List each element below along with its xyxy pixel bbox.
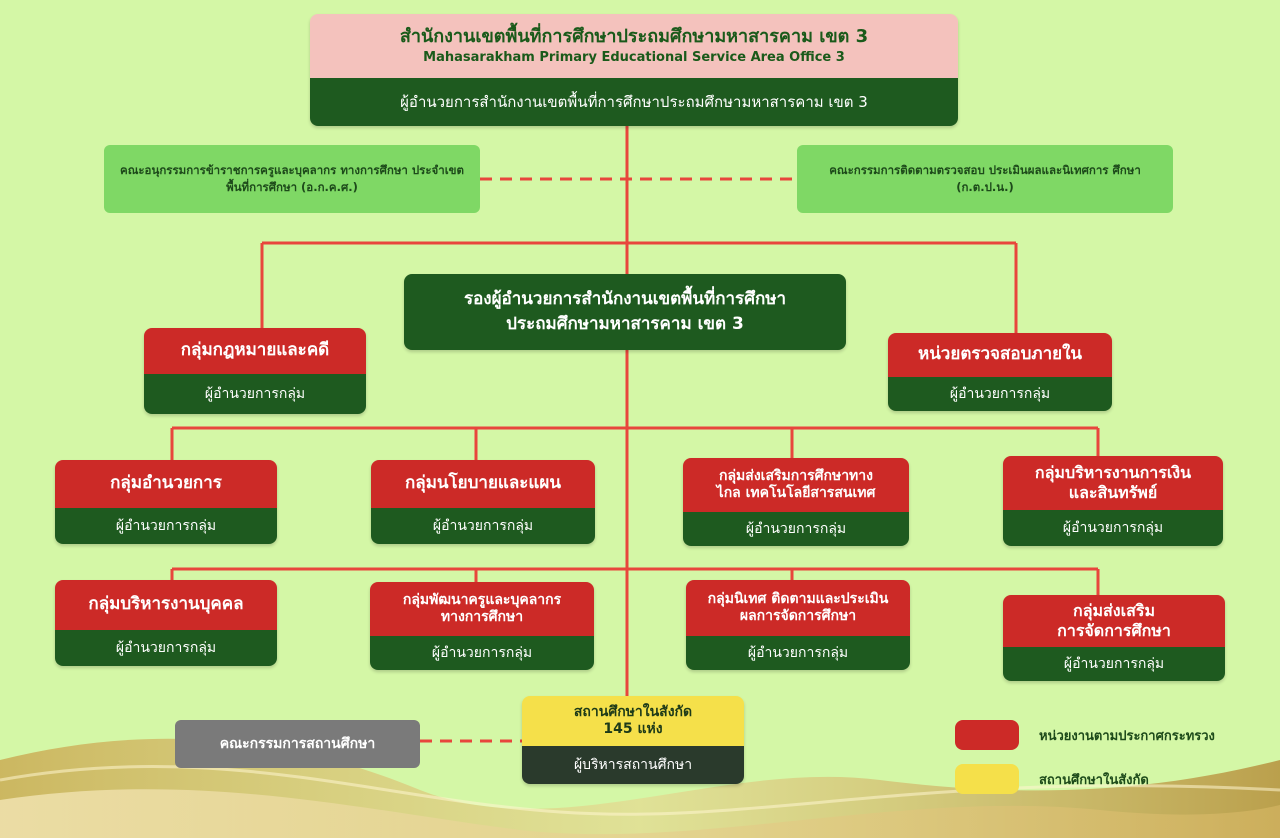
unit-teacherdev-sub: ผู้อำนวยการกลุ่ม — [370, 636, 594, 670]
schools-box: สถานศึกษาในสังกัด 145 แห่ง ผู้บริหารสถาน… — [522, 696, 744, 784]
legend-yellow-label: สถานศึกษาในสังกัด — [1039, 772, 1149, 788]
unit-law: กลุ่มกฎหมายและคดี ผู้อำนวยการกลุ่ม — [144, 328, 366, 414]
office-header-box: สำนักงานเขตพื้นที่การศึกษาประถมศึกษามหาส… — [310, 14, 958, 126]
committee-left-akhorkhorsor: คณะอนุกรรมการข้าราชการครูและบุคลากร ทางก… — [104, 145, 480, 213]
unit-audit-title: หน่วยตรวจสอบภายใน — [888, 333, 1112, 377]
unit-education-promotion: กลุ่มส่งเสริม การจัดการศึกษา ผู้อำนวยการ… — [1003, 595, 1225, 681]
unit-distance-sub: ผู้อำนวยการกลุ่ม — [683, 512, 909, 546]
committee-right-kortorpornor: คณะกรรมการติดตามตรวจสอบ ประเมินผลและนิเท… — [797, 145, 1173, 213]
unit-personnel-sub: ผู้อำนวยการกลุ่ม — [55, 630, 277, 666]
unit-admin-sub: ผู้อำนวยการกลุ่ม — [55, 508, 277, 544]
unit-finance-sub: ผู้อำนวยการกลุ่ม — [1003, 510, 1223, 546]
unit-teacher-development: กลุ่มพัฒนาครูและบุคลากร ทางการศึกษา ผู้อ… — [370, 582, 594, 670]
unit-supervision-evaluation: กลุ่มนิเทศ ติดตามและประเมิน ผลการจัดการศ… — [686, 580, 910, 670]
unit-law-sub: ผู้อำนวยการกลุ่ม — [144, 374, 366, 414]
deputy-line-1: รองผู้อำนวยการสำนักงานเขตพื้นที่การศึกษา — [463, 289, 787, 310]
unit-personnel-title: กลุ่มบริหารงานบุคคล — [55, 580, 277, 630]
unit-supervision-sub: ผู้อำนวยการกลุ่ม — [686, 636, 910, 670]
unit-audit-sub: ผู้อำนวยการกลุ่ม — [888, 377, 1112, 411]
office-title-thai: สำนักงานเขตพื้นที่การศึกษาประถมศึกษามหาส… — [399, 25, 869, 47]
unit-distance-title-2: ไกล เทคโนโลยีสารสนเทศ — [716, 485, 876, 501]
legend-yellow: สถานศึกษาในสังกัด — [955, 764, 1149, 794]
unit-law-title: กลุ่มกฎหมายและคดี — [144, 328, 366, 374]
unit-finance-assets: กลุ่มบริหารงานการเงิน และสินทรัพย์ ผู้อำ… — [1003, 456, 1223, 546]
school-board-box: คณะกรรมการสถานศึกษา — [175, 720, 420, 768]
legend-yellow-swatch — [955, 764, 1019, 794]
schools-title: สถานศึกษาในสังกัด — [573, 703, 693, 720]
unit-promote-title-2: การจัดการศึกษา — [1057, 621, 1171, 640]
legend-red-label: หน่วยงานตามประกาศกระทรวง — [1039, 728, 1215, 744]
schools-count: 145 แห่ง — [603, 721, 663, 737]
unit-supervision-title-2: ผลการจัดการศึกษา — [739, 608, 857, 624]
unit-admin-title: กลุ่มอำนวยการ — [55, 460, 277, 508]
unit-policy-title: กลุ่มนโยบายและแผน — [371, 460, 595, 508]
unit-promote-title-1: กลุ่มส่งเสริม — [1073, 601, 1155, 620]
legend-red-swatch — [955, 720, 1019, 750]
unit-supervision-title-1: กลุ่มนิเทศ ติดตามและประเมิน — [707, 590, 889, 607]
office-title-english: Mahasarakham Primary Educational Service… — [423, 50, 845, 66]
deputy-director-box: รองผู้อำนวยการสำนักงานเขตพื้นที่การศึกษา… — [404, 274, 846, 350]
unit-distance-education-it: กลุ่มส่งเสริมการศึกษาทาง ไกล เทคโนโลยีสา… — [683, 458, 909, 546]
deputy-line-2: ประถมศึกษามหาสารคาม เขต 3 — [506, 314, 744, 334]
legend-red: หน่วยงานตามประกาศกระทรวง — [955, 720, 1215, 750]
unit-policy-plan: กลุ่มนโยบายและแผน ผู้อำนวยการกลุ่ม — [371, 460, 595, 544]
office-director: ผู้อำนวยการสำนักงานเขตพื้นที่การศึกษาประ… — [310, 78, 958, 126]
unit-finance-title-1: กลุ่มบริหารงานการเงิน — [1034, 463, 1192, 482]
unit-finance-title-2: และสินทรัพย์ — [1068, 483, 1158, 502]
unit-administration: กลุ่มอำนวยการ ผู้อำนวยการกลุ่ม — [55, 460, 277, 544]
schools-sub: ผู้บริหารสถานศึกษา — [522, 746, 744, 784]
unit-policy-sub: ผู้อำนวยการกลุ่ม — [371, 508, 595, 544]
unit-internal-audit: หน่วยตรวจสอบภายใน ผู้อำนวยการกลุ่ม — [888, 333, 1112, 411]
unit-distance-title-1: กลุ่มส่งเสริมการศึกษาทาง — [719, 467, 873, 484]
unit-teacherdev-title-2: ทางการศึกษา — [440, 609, 524, 625]
unit-promote-sub: ผู้อำนวยการกลุ่ม — [1003, 647, 1225, 681]
unit-personnel: กลุ่มบริหารงานบุคคล ผู้อำนวยการกลุ่ม — [55, 580, 277, 666]
unit-teacherdev-title-1: กลุ่มพัฒนาครูและบุคลากร — [402, 591, 562, 608]
